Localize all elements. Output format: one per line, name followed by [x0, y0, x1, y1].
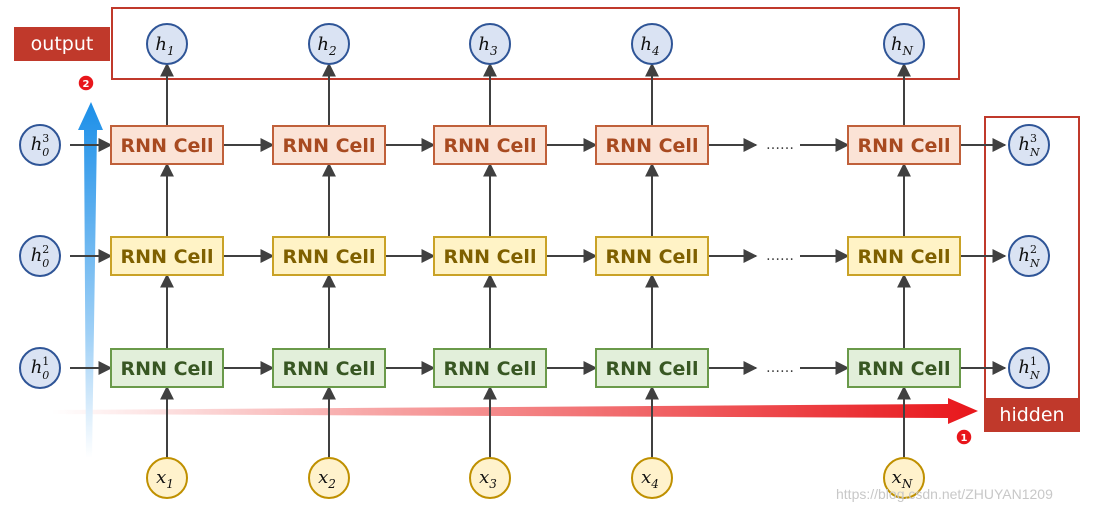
rnn-cell-label-layer1-1: RNN Cell: [121, 358, 214, 380]
output-node-label-4: h4: [640, 34, 659, 58]
input-node-N: [883, 457, 925, 499]
step-two-badge: 2: [77, 74, 95, 92]
rnn-cell-layer2-2: [272, 236, 386, 276]
rnn-cell-label-layer2-N: RNN Cell: [858, 246, 951, 268]
initial-hidden-node-layer2: [19, 235, 61, 277]
output-node-4: [631, 23, 673, 65]
final-hidden-node-layer3: [1008, 124, 1050, 166]
rnn-cell-label-layer1-4: RNN Cell: [606, 358, 699, 380]
input-node-4: [631, 457, 673, 499]
final-hidden-node-layer1: [1008, 347, 1050, 389]
ellipsis-layer3: ……: [766, 137, 794, 153]
rnn-cell-label-layer2-3: RNN Cell: [444, 246, 537, 268]
rnn-cell-label-layer1-2: RNN Cell: [283, 358, 376, 380]
input-node-label-N: xN: [892, 467, 913, 491]
rnn-cell-label-layer2-2: RNN Cell: [283, 246, 376, 268]
output-node-label-3: h3: [478, 34, 498, 58]
input-node-label-3: x3: [479, 467, 497, 491]
output-node-label-N: hN: [891, 34, 914, 58]
final-hidden-node-layer2: [1008, 235, 1050, 277]
input-node-3: [469, 457, 511, 499]
rnn-cell-layer3-4: [595, 125, 709, 165]
rnn-cell-layer1-N: [847, 348, 961, 388]
rnn-cell-layer3-3: [433, 125, 547, 165]
hidden-label-box: [984, 398, 1080, 432]
rnn-cell-layer3-1: [110, 125, 224, 165]
initial-hidden-node-layer1: [19, 347, 61, 389]
rnn-cell-label-layer2-4: RNN Cell: [606, 246, 699, 268]
rnn-cell-label-layer3-2: RNN Cell: [283, 135, 376, 157]
ellipsis-layer2: ……: [766, 248, 794, 264]
rnn-cell-label-layer3-3: RNN Cell: [444, 135, 537, 157]
output-node-N: [883, 23, 925, 65]
rnn-cell-label-layer1-3: RNN Cell: [444, 358, 537, 380]
svg-text:1: 1: [961, 433, 968, 444]
output-frame: [111, 7, 960, 80]
initial-hidden-node-layer3: [19, 124, 61, 166]
rnn-cell-layer1-3: [433, 348, 547, 388]
rnn-cell-layer2-3: [433, 236, 547, 276]
rnn-cell-layer3-N: [847, 125, 961, 165]
layer-direction-arrow: [78, 102, 103, 458]
output-node-3: [469, 23, 511, 65]
svg-text:2: 2: [83, 79, 90, 90]
output-node-1: [146, 23, 188, 65]
input-node-2: [308, 457, 350, 499]
rnn-cell-label-layer1-N: RNN Cell: [858, 358, 951, 380]
output-label: output: [31, 33, 94, 55]
input-node-1: [146, 457, 188, 499]
output-node-label-2: h2: [317, 34, 336, 58]
rnn-cell-layer1-1: [110, 348, 224, 388]
time-direction-arrow: [52, 398, 978, 424]
rnn-cell-layer3-2: [272, 125, 386, 165]
input-node-label-4: x4: [641, 467, 659, 491]
rnn-cell-layer1-4: [595, 348, 709, 388]
input-node-label-2: x2: [318, 467, 336, 491]
output-node-label-1: h1: [155, 34, 174, 58]
output-node-2: [308, 23, 350, 65]
step-one-badge: 1: [955, 428, 973, 446]
watermark: https://blog.csdn.net/ZHUYAN1209: [836, 486, 1053, 502]
input-node-label-1: x1: [156, 467, 174, 491]
hidden-label: hidden: [999, 404, 1064, 426]
rnn-cell-label-layer3-4: RNN Cell: [606, 135, 699, 157]
rnn-cell-layer1-2: [272, 348, 386, 388]
rnn-cell-layer2-1: [110, 236, 224, 276]
ellipsis-layer1: ……: [766, 360, 794, 376]
rnn-cell-label-layer2-1: RNN Cell: [121, 246, 214, 268]
rnn-cell-layer2-N: [847, 236, 961, 276]
output-label-box: [14, 27, 110, 61]
rnn-cell-label-layer3-N: RNN Cell: [858, 135, 951, 157]
rnn-cell-layer2-4: [595, 236, 709, 276]
rnn-cell-label-layer3-1: RNN Cell: [121, 135, 214, 157]
